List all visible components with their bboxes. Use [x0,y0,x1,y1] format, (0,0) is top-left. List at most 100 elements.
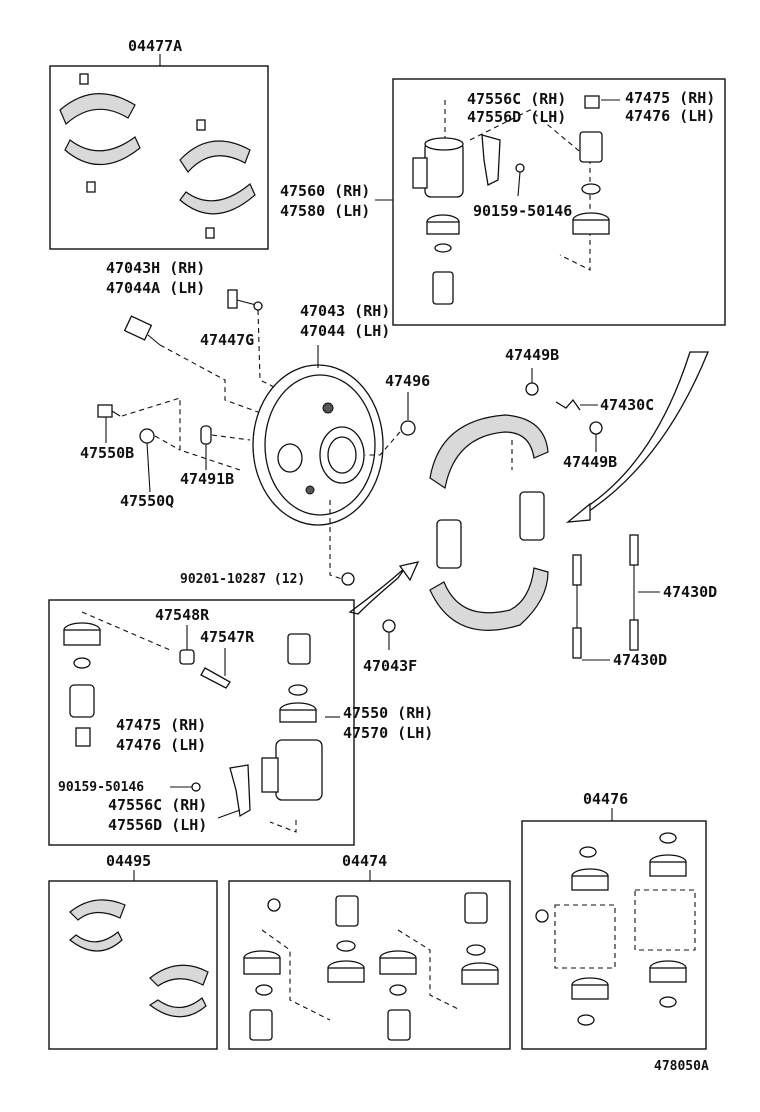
nut-47043F [382,619,396,633]
label-47043H[interactable]: 47043H (RH) [106,259,205,277]
bolt-47550B [97,404,113,418]
kit-04474-box [228,880,511,1050]
kit-04474-group: 04474 [228,852,511,1050]
label-04495[interactable]: 04495 [106,852,151,870]
spring-47430C [555,398,581,411]
retainer-clip [481,134,501,186]
label-47043[interactable]: 47043 (RH) [300,302,390,320]
label-04474[interactable]: 04474 [342,852,387,870]
bleeder-47547R [200,667,231,689]
washer-47550Q [139,428,155,444]
lining-1 [59,93,136,126]
piston-right [579,131,603,163]
label-47475[interactable]: 47475 (RH) [625,89,715,107]
ring [579,846,597,858]
label-47491B[interactable]: 47491B [180,470,234,488]
ring [255,984,273,996]
label-47496[interactable]: 47496 [385,372,430,390]
wheel-cylinder-upper-box [392,78,726,326]
hub-bolt [123,315,153,341]
label-47476-b[interactable]: 47476 (LH) [116,736,206,754]
pin [227,289,238,309]
cylinder-outline [634,889,696,951]
plug-47491B [200,425,212,445]
rivet [86,181,96,193]
wheel-cylinder-upper-group: 47560 (RH) 47580 (LH) 47556C (RH) 47556D… [280,78,726,326]
spring-47430D-a [572,554,582,586]
shoe-lining [149,964,209,987]
shoe-lining [69,931,123,952]
rivet [79,73,89,85]
piston [432,271,454,305]
kit-04476-group: 04476 [521,790,707,1050]
label-47550Q[interactable]: 47550Q [120,492,174,510]
label-47550B[interactable]: 47550B [80,444,134,462]
label-47430C[interactable]: 47430C [600,396,654,414]
cap [267,898,281,912]
ring [659,832,677,844]
ring [659,996,677,1008]
kit-04495-group: 04495 [48,852,218,1050]
nut-47449B [525,382,539,396]
nut-47449B-b [589,421,603,435]
label-47556C-b[interactable]: 47556C (RH) [108,796,207,814]
lining-4 [179,183,256,215]
cylinder-body-b [275,739,323,801]
label-47547R[interactable]: 47547R [200,628,255,646]
brake-shoe-lower [429,567,549,631]
label-47044[interactable]: 47044 (LH) [300,322,390,340]
kit-04476-box [521,820,707,1050]
wheel-cylinder-small-b [519,491,545,541]
piston [387,1009,411,1041]
arrow-upper-head [565,502,591,523]
piston [335,895,359,927]
screw-90159-b [191,782,201,792]
label-47449B-bot[interactable]: 47449B [563,453,617,471]
piston [249,1009,273,1041]
label-04476[interactable]: 04476 [583,790,628,808]
seat-right-b [288,684,308,696]
piston-left [69,684,95,718]
label-90159-bot[interactable]: 90159-50146 [58,780,144,795]
label-47556D-b[interactable]: 47556D (LH) [108,816,207,834]
cylinder-flange [412,157,428,189]
piston [464,892,488,924]
brake-shoes-group: 47449B 47430C 47449B 47430D 47430D 47043… [348,346,717,675]
label-47476[interactable]: 47476 (LH) [625,107,715,125]
wheel-cylinder-lower-group: 47548R 47547R 47550 (RH) 47570 (LH) 4747… [48,599,433,846]
label-47550[interactable]: 47550 (RH) [343,704,433,722]
nut-90201 [341,572,355,586]
kit-04495-box [48,880,218,1050]
spring-47430D-b [629,534,639,566]
label-47430D-b[interactable]: 47430D [613,651,667,669]
label-04477A[interactable]: 04477A [128,37,182,55]
label-47044A[interactable]: 47044A (LH) [106,279,205,297]
cylinder-outline [554,904,616,969]
label-47556D[interactable]: 47556D (LH) [467,108,566,126]
lining-3 [179,140,251,173]
spring-seat [581,183,601,195]
arrow-upper [574,351,709,521]
label-47430D-a[interactable]: 47430D [663,583,717,601]
brake-shoe-upper [429,414,549,489]
ring-left [73,657,91,669]
label-47560[interactable]: 47560 (RH) [280,182,370,200]
label-90201[interactable]: 90201-10287 (12) [180,572,305,587]
piston-right-b [287,633,311,665]
label-47580[interactable]: 47580 (LH) [280,202,370,220]
kit-04477A-box [49,65,269,250]
label-47570[interactable]: 47570 (LH) [343,724,433,742]
label-47449B-top[interactable]: 47449B [505,346,559,364]
rivet [196,119,206,131]
cap-left [75,727,91,747]
label-47556C[interactable]: 47556C (RH) [467,90,566,108]
backing-plate-group: 47043H (RH) 47044A (LH) 47043 (RH) 47044… [80,259,430,587]
label-90159-top[interactable]: 90159-50146 [473,202,572,220]
cap-47548R [179,649,195,665]
label-47475-b[interactable]: 47475 (RH) [116,716,206,734]
label-47447G[interactable]: 47447G [200,331,254,349]
ring [466,944,486,956]
arrow-lower-head [398,561,420,582]
label-47043F[interactable]: 47043F [363,657,417,675]
label-47548R[interactable]: 47548R [155,606,210,624]
